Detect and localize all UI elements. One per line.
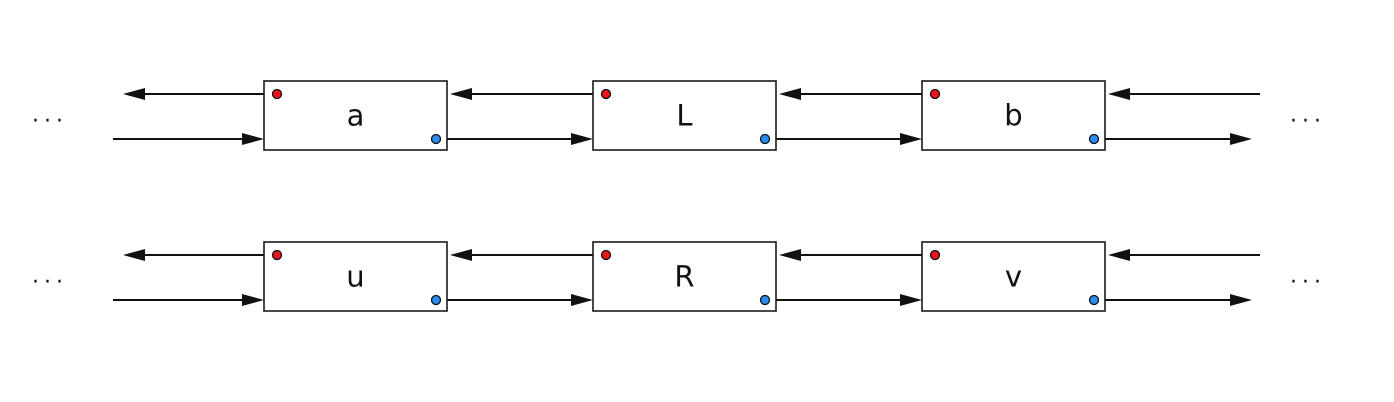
prev-pointer-left-arrowhead [123,88,145,100]
list-node-label: v [1005,260,1022,294]
next-pointer-left-arrowhead [242,294,264,306]
next-pointer-arrowhead [900,133,922,145]
next-pointer-dot [1088,294,1100,306]
list-node-label: u [346,260,364,294]
list-node-box [263,80,448,151]
next-pointer-dot [430,133,442,145]
next-pointer-arrowhead [900,294,922,306]
prev-pointer-dot [271,249,283,261]
next-pointer-arrowhead [571,294,593,306]
prev-pointer-arrowhead [779,88,801,100]
next-pointer-dot [759,133,771,145]
next-pointer-dot [1088,133,1100,145]
ellipsis-right: ... [1290,264,1326,289]
list-node-label: a [347,99,365,133]
prev-pointer-arrowhead [779,249,801,261]
next-pointer-dot [430,294,442,306]
list-node-label: L [676,99,692,133]
next-pointer-right-arrowhead [1230,133,1252,145]
prev-pointer-dot [929,249,941,261]
next-pointer-left-arrowhead [242,133,264,145]
list-node-label: b [1004,99,1022,133]
prev-pointer-dot [929,88,941,100]
prev-pointer-right-arrowhead [1108,249,1130,261]
list-node-label: R [674,260,694,294]
prev-pointer-dot [271,88,283,100]
prev-pointer-left-arrowhead [123,249,145,261]
prev-pointer-right-arrowhead [1108,88,1130,100]
prev-pointer-arrowhead [450,249,472,261]
prev-pointer-arrowhead [450,88,472,100]
list-node-box [263,241,448,312]
list-node-box [921,80,1106,151]
ellipsis-right: ... [1290,103,1326,128]
list-node-box [921,241,1106,312]
ellipsis-left: ... [32,264,68,289]
next-pointer-arrowhead [571,133,593,145]
prev-pointer-dot [600,249,612,261]
next-pointer-right-arrowhead [1230,294,1252,306]
list-node-box [592,80,777,151]
next-pointer-dot [759,294,771,306]
prev-pointer-dot [600,88,612,100]
list-node-box [592,241,777,312]
ellipsis-left: ... [32,103,68,128]
